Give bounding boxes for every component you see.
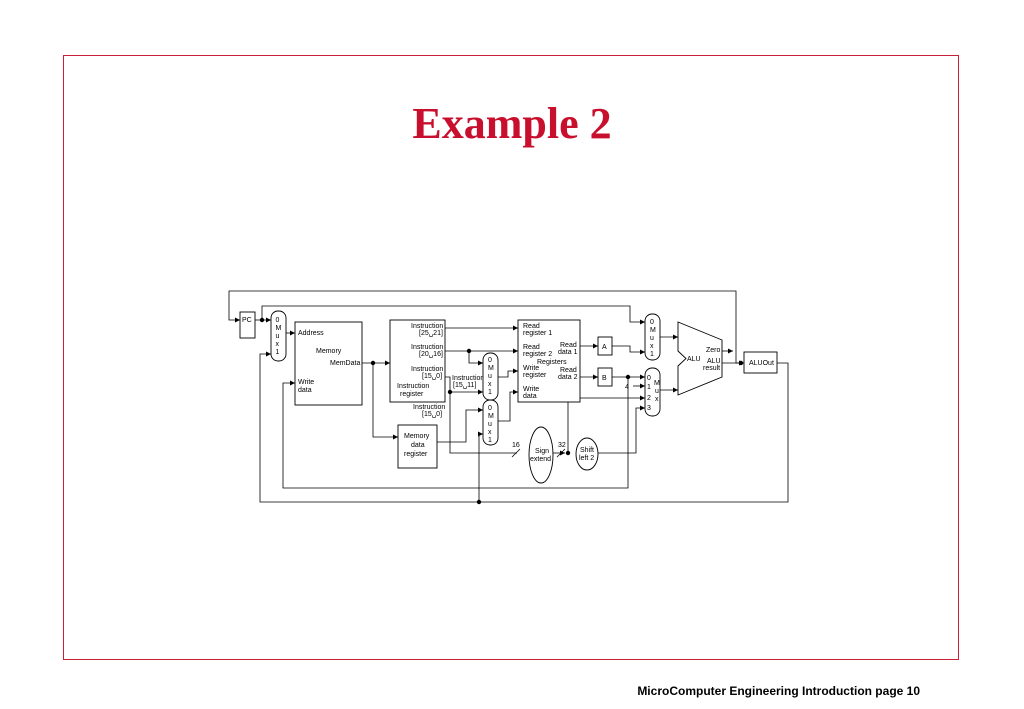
svg-text:Instruction: Instruction xyxy=(411,366,443,373)
svg-text:Instruction: Instruction xyxy=(397,383,429,390)
pc-register: PC xyxy=(239,311,256,339)
register-a: A xyxy=(597,336,613,356)
svg-text:B: B xyxy=(602,375,607,382)
svg-text:Sign: Sign xyxy=(535,448,549,455)
memory-unit: Address Memory MemData Write data xyxy=(294,321,363,406)
svg-text:Read: Read xyxy=(560,367,577,374)
svg-text:2: 2 xyxy=(647,395,651,402)
svg-text:Read: Read xyxy=(523,323,540,330)
svg-text:data: data xyxy=(523,393,537,400)
svg-text:M: M xyxy=(654,380,660,387)
svg-text:16: 16 xyxy=(512,442,520,449)
svg-text:1: 1 xyxy=(488,389,492,396)
svg-text:register 1: register 1 xyxy=(523,330,552,337)
svg-text:[15␣11]: [15␣11] xyxy=(453,382,476,389)
svg-text:Read: Read xyxy=(523,344,540,351)
svg-text:data 2: data 2 xyxy=(558,374,578,381)
svg-text:u: u xyxy=(655,388,659,395)
svg-text:x: x xyxy=(650,343,654,350)
svg-text:Write: Write xyxy=(523,365,539,372)
mux-write-register: Instruction [15␣11] 0 M u x 1 xyxy=(452,352,499,401)
register-file: Read register 1 Read register 2 Read dat… xyxy=(517,319,581,403)
svg-text:data: data xyxy=(298,387,312,394)
register-b: B xyxy=(597,367,613,387)
alu: ALU Zero ALU result xyxy=(677,321,723,396)
svg-text:u: u xyxy=(276,333,280,340)
wire-junctions xyxy=(259,317,744,505)
svg-text:Zero: Zero xyxy=(706,347,721,354)
svg-text:[25␣21]: [25␣21] xyxy=(419,330,443,337)
svg-text:1: 1 xyxy=(647,384,651,391)
svg-text:4: 4 xyxy=(625,384,629,391)
svg-text:ALU: ALU xyxy=(707,358,721,365)
instruction-register: Instruction [25␣21] Instruction [20␣16] … xyxy=(389,319,446,418)
mux-alu-b: 4 0 1 2 3 M u x xyxy=(625,367,661,417)
svg-text:Instruction: Instruction xyxy=(411,323,443,330)
svg-text:Memory: Memory xyxy=(316,348,342,355)
shift-left-2-unit: Shift left 2 xyxy=(575,437,599,471)
svg-text:x: x xyxy=(276,341,280,348)
wires xyxy=(228,290,789,503)
svg-text:Instruction: Instruction xyxy=(413,404,445,411)
svg-text:M: M xyxy=(488,365,494,372)
aluout-register: ALUOut xyxy=(743,351,778,374)
svg-text:0: 0 xyxy=(488,405,492,412)
svg-text:Write: Write xyxy=(523,386,539,393)
svg-text:Read: Read xyxy=(560,342,577,349)
svg-text:A: A xyxy=(602,344,607,351)
svg-text:u: u xyxy=(488,421,492,428)
slide-frame xyxy=(63,55,959,660)
svg-text:3: 3 xyxy=(647,405,651,412)
slide-footer: MicroComputer Engineering Introduction p… xyxy=(637,684,920,698)
svg-text:0: 0 xyxy=(488,357,492,364)
svg-text:[15␣0]: [15␣0] xyxy=(422,373,442,380)
slide-title: Example 2 xyxy=(412,99,612,148)
sign-extend-unit: 16 32 Sign extend xyxy=(512,426,566,484)
svg-text:register: register xyxy=(404,451,428,458)
svg-text:result: result xyxy=(703,365,720,372)
svg-text:PC: PC xyxy=(242,317,252,324)
svg-text:0: 0 xyxy=(276,317,280,324)
svg-text:32: 32 xyxy=(558,442,566,449)
svg-text:1: 1 xyxy=(488,437,492,444)
svg-text:Write: Write xyxy=(298,379,314,386)
svg-text:Address: Address xyxy=(298,330,324,337)
mux-pc: 0 M u x 1 xyxy=(270,310,287,362)
svg-text:data 1: data 1 xyxy=(558,349,578,356)
svg-text:Shift: Shift xyxy=(580,447,594,454)
svg-text:register 2: register 2 xyxy=(523,351,552,358)
svg-text:Instruction: Instruction xyxy=(452,375,484,382)
svg-text:left 2: left 2 xyxy=(579,455,594,462)
svg-text:Registers: Registers xyxy=(537,359,567,366)
svg-text:u: u xyxy=(650,335,654,342)
svg-text:data: data xyxy=(411,442,425,449)
svg-text:[15␣0]: [15␣0] xyxy=(422,411,442,418)
svg-text:M: M xyxy=(276,325,282,332)
svg-text:0: 0 xyxy=(650,319,654,326)
svg-text:register: register xyxy=(400,391,424,398)
svg-text:1: 1 xyxy=(650,351,654,358)
memory-data-register: Memory data register xyxy=(397,424,438,469)
svg-text:M: M xyxy=(488,413,494,420)
svg-text:Memory: Memory xyxy=(404,433,430,440)
svg-text:M: M xyxy=(650,327,656,334)
svg-text:0: 0 xyxy=(647,375,651,382)
svg-text:ALU: ALU xyxy=(687,356,701,363)
svg-text:1: 1 xyxy=(276,349,280,356)
svg-text:x: x xyxy=(655,396,659,403)
svg-text:MemData: MemData xyxy=(330,360,360,367)
svg-text:ALUOut: ALUOut xyxy=(749,360,774,367)
mux-alu-a: 0 M u x 1 xyxy=(644,313,661,361)
svg-text:x: x xyxy=(488,381,492,388)
mux-write-data: 0 M u x 1 xyxy=(482,399,499,446)
svg-text:[20␣16]: [20␣16] xyxy=(419,351,443,358)
svg-text:register: register xyxy=(523,372,547,379)
svg-text:x: x xyxy=(488,429,492,436)
svg-text:u: u xyxy=(488,373,492,380)
svg-text:extend: extend xyxy=(530,456,551,463)
svg-text:Instruction: Instruction xyxy=(411,344,443,351)
